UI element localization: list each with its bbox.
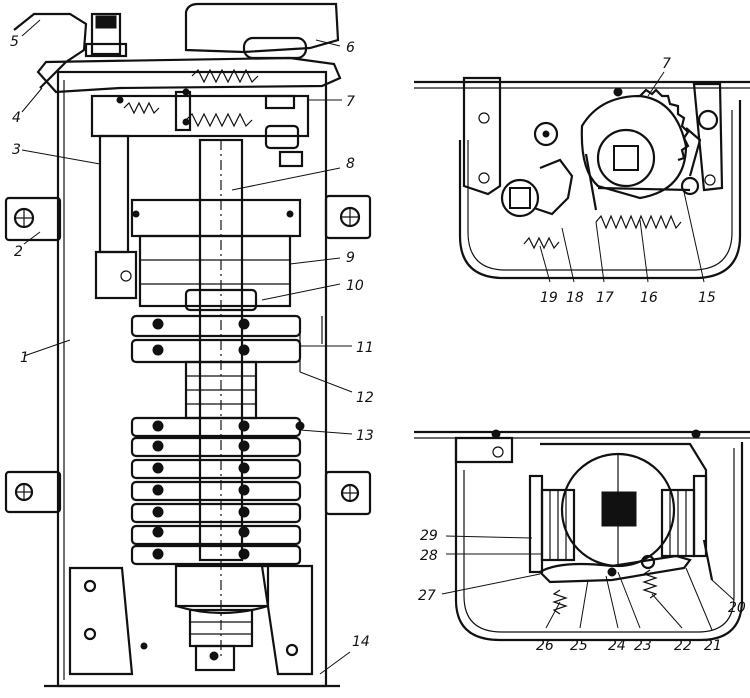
callout-17: 17 [596, 290, 614, 306]
callout-9: 9 [346, 250, 355, 266]
callout-15: 15 [698, 290, 716, 306]
top-right-callouts: 7 19 18 17 16 15 [540, 56, 716, 306]
callout-10: 10 [346, 278, 364, 294]
spring-upper [191, 68, 259, 84]
mounting-flange-top-left [4, 196, 62, 242]
terminal-stud [90, 12, 122, 56]
callout-29: 29 [420, 528, 438, 544]
callout-21: 21 [704, 638, 722, 654]
contact-stack [130, 288, 323, 566]
small-spring [523, 236, 560, 250]
callout-3: 3 [12, 142, 21, 158]
callout-23: 23 [634, 638, 652, 654]
return-spring [595, 214, 682, 230]
callout-7: 7 [346, 94, 355, 110]
mounting-flange-bottom-left [4, 470, 62, 514]
left-bracket [462, 76, 502, 196]
rotor-shaft [601, 491, 637, 527]
callout-28: 28 [420, 548, 438, 564]
callout-26: 26 [536, 638, 554, 654]
base-bracket-right [260, 564, 314, 676]
pawl-lever [533, 158, 574, 216]
left-view: 5 4 3 2 1 6 7 8 9 10 11 12 13 14 [4, 2, 374, 688]
release-lever [538, 554, 692, 584]
lower-bearing [174, 564, 270, 608]
bottom-right-view: 29 28 27 26 25 24 23 22 21 20 [414, 429, 750, 654]
callout-13: 13 [356, 428, 374, 444]
pivot-pin [533, 121, 559, 147]
callout-1: 1 [20, 350, 29, 366]
spring-left [123, 101, 160, 115]
callout-22: 22 [674, 638, 692, 654]
callout-4: 4 [12, 110, 21, 126]
cam-teeth [639, 88, 690, 162]
frame-body [138, 234, 292, 308]
callout-27: 27 [418, 588, 436, 604]
base-bracket-left [68, 566, 134, 676]
left-callouts: 5 4 3 2 1 6 7 8 9 10 11 12 13 14 [10, 34, 374, 650]
top-right-leaders [539, 71, 705, 283]
callout-5: 5 [10, 34, 19, 50]
callout-12: 12 [356, 390, 374, 406]
operating-handle [184, 2, 340, 54]
handle-pin [242, 36, 308, 60]
callout-8: 8 [346, 156, 355, 172]
callout-25: 25 [570, 638, 588, 654]
mounting-flange-top-right [324, 194, 372, 240]
side-rod [98, 134, 130, 254]
callout-24: 24 [608, 638, 626, 654]
top-right-view: 7 19 18 17 16 15 [414, 56, 750, 306]
contact-bolts [152, 318, 305, 560]
enclosure-outline [458, 100, 742, 280]
upper-frame [130, 198, 302, 238]
rod-bracket [94, 250, 138, 300]
callout-14: 14 [352, 634, 370, 650]
spring-26 [552, 589, 568, 615]
top-cover [36, 56, 342, 94]
callout-20: 20 [728, 600, 746, 616]
left-leaders [21, 19, 353, 675]
spring-lower [185, 112, 253, 128]
bottom-right-leaders [441, 535, 735, 631]
callout-2: 2 [14, 244, 23, 260]
spring-22 [642, 569, 658, 599]
bottom-right-callouts: 29 28 27 26 25 24 23 22 21 20 [418, 528, 746, 654]
lever-arm [13, 12, 88, 89]
lower-enclosure-outline [454, 438, 744, 642]
right-bracket [692, 82, 724, 192]
callout-6: 6 [346, 40, 355, 56]
callout-7-top: 7 [662, 56, 671, 72]
callout-11: 11 [356, 340, 374, 356]
callout-19: 19 [540, 290, 558, 306]
callout-18: 18 [566, 290, 584, 306]
mounting-flange-bottom-right [324, 470, 372, 516]
callout-16: 16 [640, 290, 658, 306]
mechanism-box [90, 94, 310, 138]
